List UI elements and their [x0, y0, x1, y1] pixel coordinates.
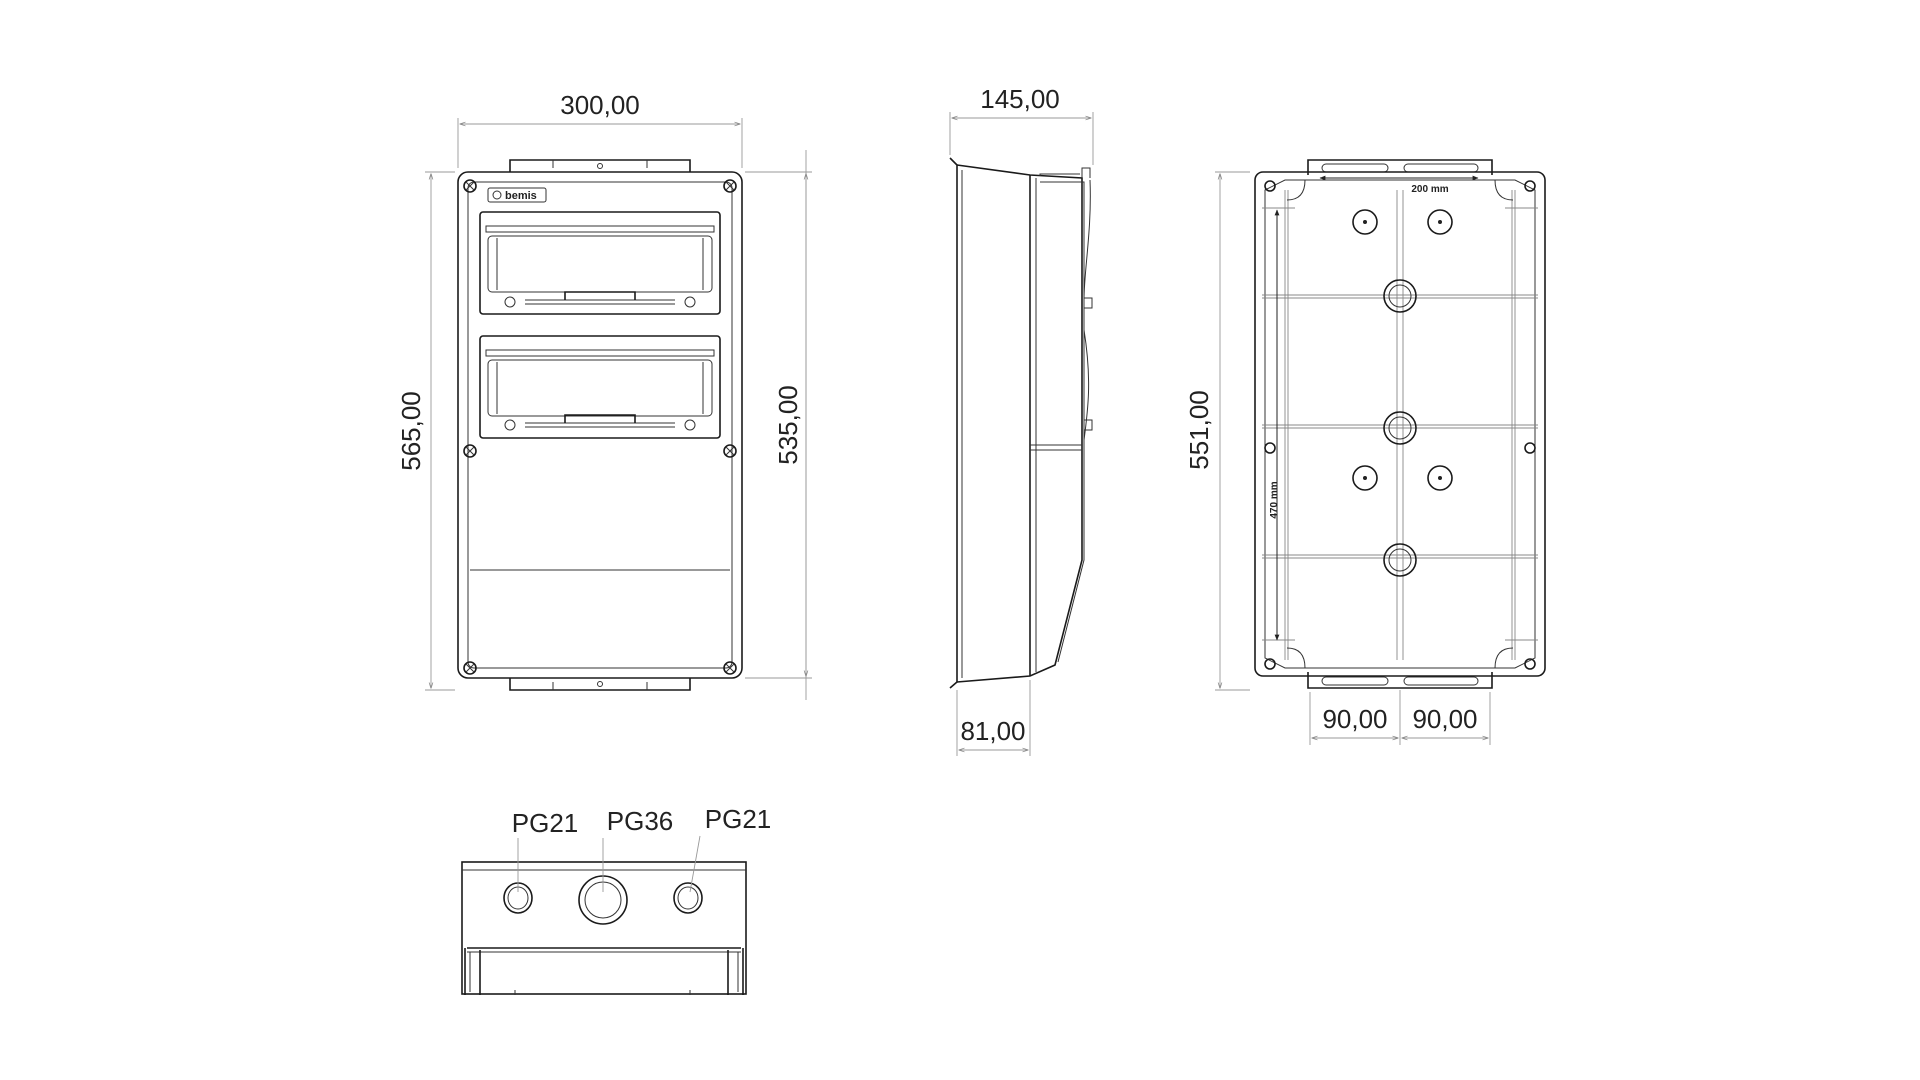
gland-label-center: PG36 — [607, 806, 674, 836]
front-dimensions: 300,00 565,00 535,00 — [396, 90, 812, 700]
dim-spacing-left-label: 90,00 — [1322, 704, 1387, 734]
dim-back-height-label: 551,00 — [1184, 390, 1214, 470]
knockout-holes — [1352, 209, 1453, 577]
front-top-tab — [509, 159, 691, 172]
corner-screws — [463, 179, 737, 675]
brand-logo — [487, 187, 547, 203]
back-inner-width-label: 200 mm — [1411, 184, 1448, 195]
window-bottom — [479, 335, 721, 439]
cable-gland-pg21-right — [673, 882, 703, 914]
side-view — [949, 157, 1093, 689]
back-dimensions: 551,00 90,00 90,00 — [1184, 171, 1491, 745]
gland-label-right: PG21 — [705, 804, 772, 834]
window-top — [479, 211, 721, 315]
front-bottom-tab — [509, 678, 691, 691]
side-body — [956, 164, 1083, 683]
back-bottom-tab — [1307, 672, 1493, 689]
dim-inner-height-label: 535,00 — [773, 385, 803, 465]
gland-label-left: PG21 — [512, 808, 579, 838]
back-inner-height-label: 470 mm — [1269, 481, 1280, 518]
enclosure-back — [1254, 171, 1546, 677]
front-view: bemis — [457, 159, 743, 691]
bottom-view: PG21 PG36 PG21 — [461, 804, 772, 995]
dim-width-label: 300,00 — [560, 90, 640, 120]
enclosure-front — [457, 171, 743, 679]
side-dimensions: 145,00 81,00 — [949, 84, 1094, 756]
back-view: 200 mm 470 mm — [1254, 159, 1546, 689]
dim-depth-label: 145,00 — [980, 84, 1060, 114]
logo-text: bemis — [505, 190, 537, 202]
dim-spacing-right-label: 90,00 — [1412, 704, 1477, 734]
dim-outer-height-label: 565,00 — [396, 391, 426, 471]
back-top-tab — [1307, 159, 1493, 175]
bottom-body — [461, 861, 747, 995]
dim-bottom-depth-label: 81,00 — [960, 716, 1025, 746]
